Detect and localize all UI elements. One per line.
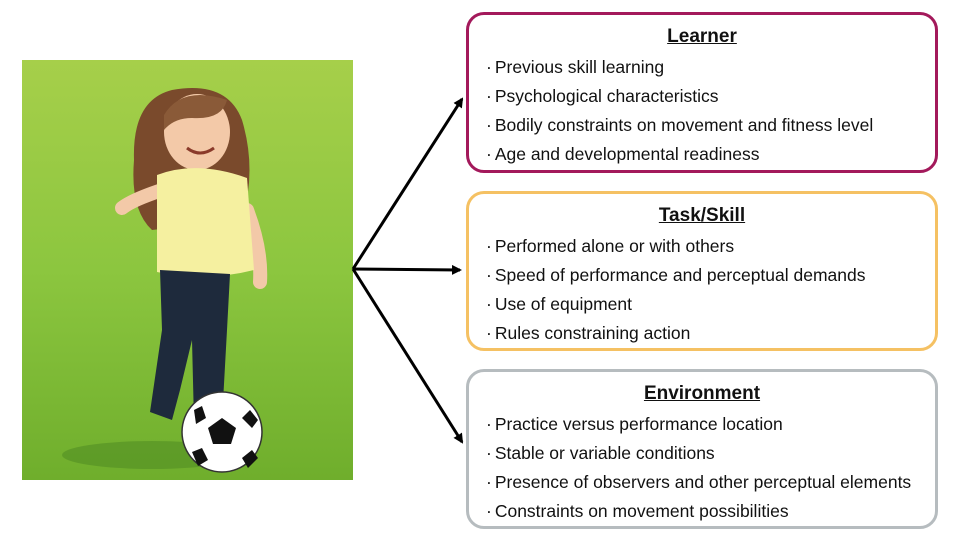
bangs (164, 95, 227, 130)
shirt (157, 168, 254, 277)
learner-list: Previous skill learning Psychological ch… (469, 53, 935, 169)
ball-patch (208, 418, 236, 444)
ball-patch-2 (194, 406, 206, 424)
task-skill-title: Task/Skill (658, 205, 746, 226)
list-item: Age and developmental readiness (486, 140, 935, 169)
list-item: Psychological characteristics (486, 82, 935, 111)
list-item: Performed alone or with others (486, 232, 935, 261)
list-item: Use of equipment (486, 290, 935, 319)
list-item: Presence of observers and other perceptu… (486, 468, 935, 497)
environment-list: Practice versus performance location Sta… (469, 410, 935, 526)
ball-patch-3 (242, 410, 258, 428)
learner-box: Learner Previous skill learning Psycholo… (466, 12, 938, 173)
photo-illustration (22, 60, 353, 480)
list-item: Previous skill learning (486, 53, 935, 82)
list-item: Rules constraining action (486, 319, 935, 348)
child-soccer-photo (22, 60, 353, 480)
list-item: Stable or variable conditions (486, 439, 935, 468)
learner-title: Learner (667, 26, 737, 47)
environment-box: Environment Practice versus performance … (466, 369, 938, 529)
pants (150, 270, 230, 422)
arrow-to-learner (351, 97, 464, 270)
environment-title: Environment (643, 383, 761, 404)
smile (186, 146, 215, 155)
ball-patch-5 (242, 450, 258, 468)
arrow-to-task-skill (352, 264, 462, 275)
list-item: Constraints on movement possibilities (486, 497, 935, 526)
list-item: Bodily constraints on movement and fitne… (486, 111, 935, 140)
list-item: Speed of performance and perceptual dema… (486, 261, 935, 290)
list-item: Practice versus performance location (486, 410, 935, 439)
task-skill-list: Performed alone or with others Speed of … (469, 232, 935, 348)
task-skill-box: Task/Skill Performed alone or with other… (466, 191, 938, 351)
ball-patch-4 (192, 448, 208, 466)
arrow-to-environment (351, 268, 464, 444)
